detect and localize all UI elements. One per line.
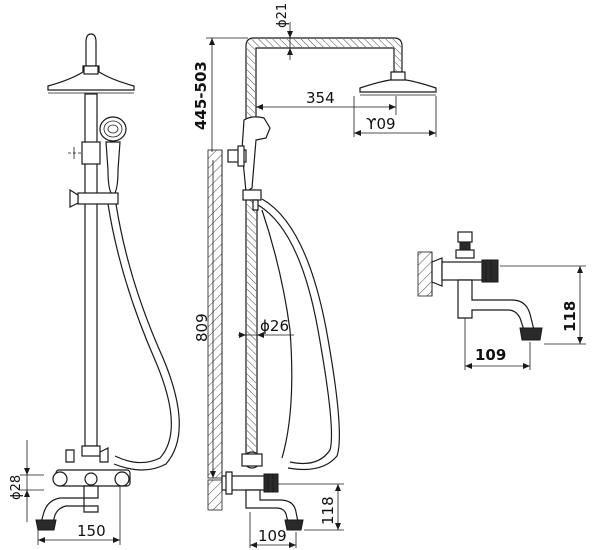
detail-spout bbox=[457, 279, 535, 331]
detail-mixer-body bbox=[441, 261, 483, 281]
front-right-handle bbox=[114, 471, 130, 487]
front-spout-width-label: 150 bbox=[77, 522, 106, 540]
front-hand-shower-handle bbox=[105, 141, 121, 196]
front-shower-head bbox=[47, 65, 135, 91]
side-shower-head-diameter-label: ϒ09 bbox=[366, 115, 396, 133]
side-arm-length-label: 354 bbox=[306, 89, 335, 107]
side-shower-head bbox=[359, 79, 437, 93]
front-shower-head-nut bbox=[83, 65, 99, 75]
detail-spout-depth-label: 109 bbox=[475, 346, 506, 364]
side-riser-height-label: 809 bbox=[193, 313, 211, 342]
side-top-pipe-diameter-label: ϕ21 bbox=[275, 3, 290, 28]
side-height-range-label: 445-503 bbox=[192, 61, 210, 130]
riser-top-cap bbox=[85, 33, 97, 69]
front-view: ϕ28 150 bbox=[9, 33, 180, 545]
front-diverter bbox=[81, 445, 101, 457]
detail-top-inlet bbox=[457, 231, 473, 243]
side-hose bbox=[257, 204, 333, 465]
side-spout bbox=[245, 489, 299, 523]
side-view: ϕ21 354 ϒ09 445-503 809 bbox=[192, 3, 437, 548]
side-spout-depth-label: 109 bbox=[258, 527, 287, 545]
detail-wall bbox=[417, 251, 433, 297]
front-slide-bracket bbox=[77, 192, 119, 205]
front-left-handle bbox=[52, 471, 68, 487]
side-riser-diameter-label: ϕ26 bbox=[260, 317, 289, 335]
detail-view: 118 109 bbox=[417, 231, 586, 370]
front-holder-bracket bbox=[81, 141, 101, 165]
side-spout-height-label: 118 bbox=[319, 496, 337, 525]
front-pipe-diameter-label: ϕ28 bbox=[9, 475, 24, 500]
detail-spout-height-label: 118 bbox=[561, 301, 579, 332]
side-hand-shower bbox=[241, 116, 271, 194]
front-hose bbox=[107, 203, 172, 464]
